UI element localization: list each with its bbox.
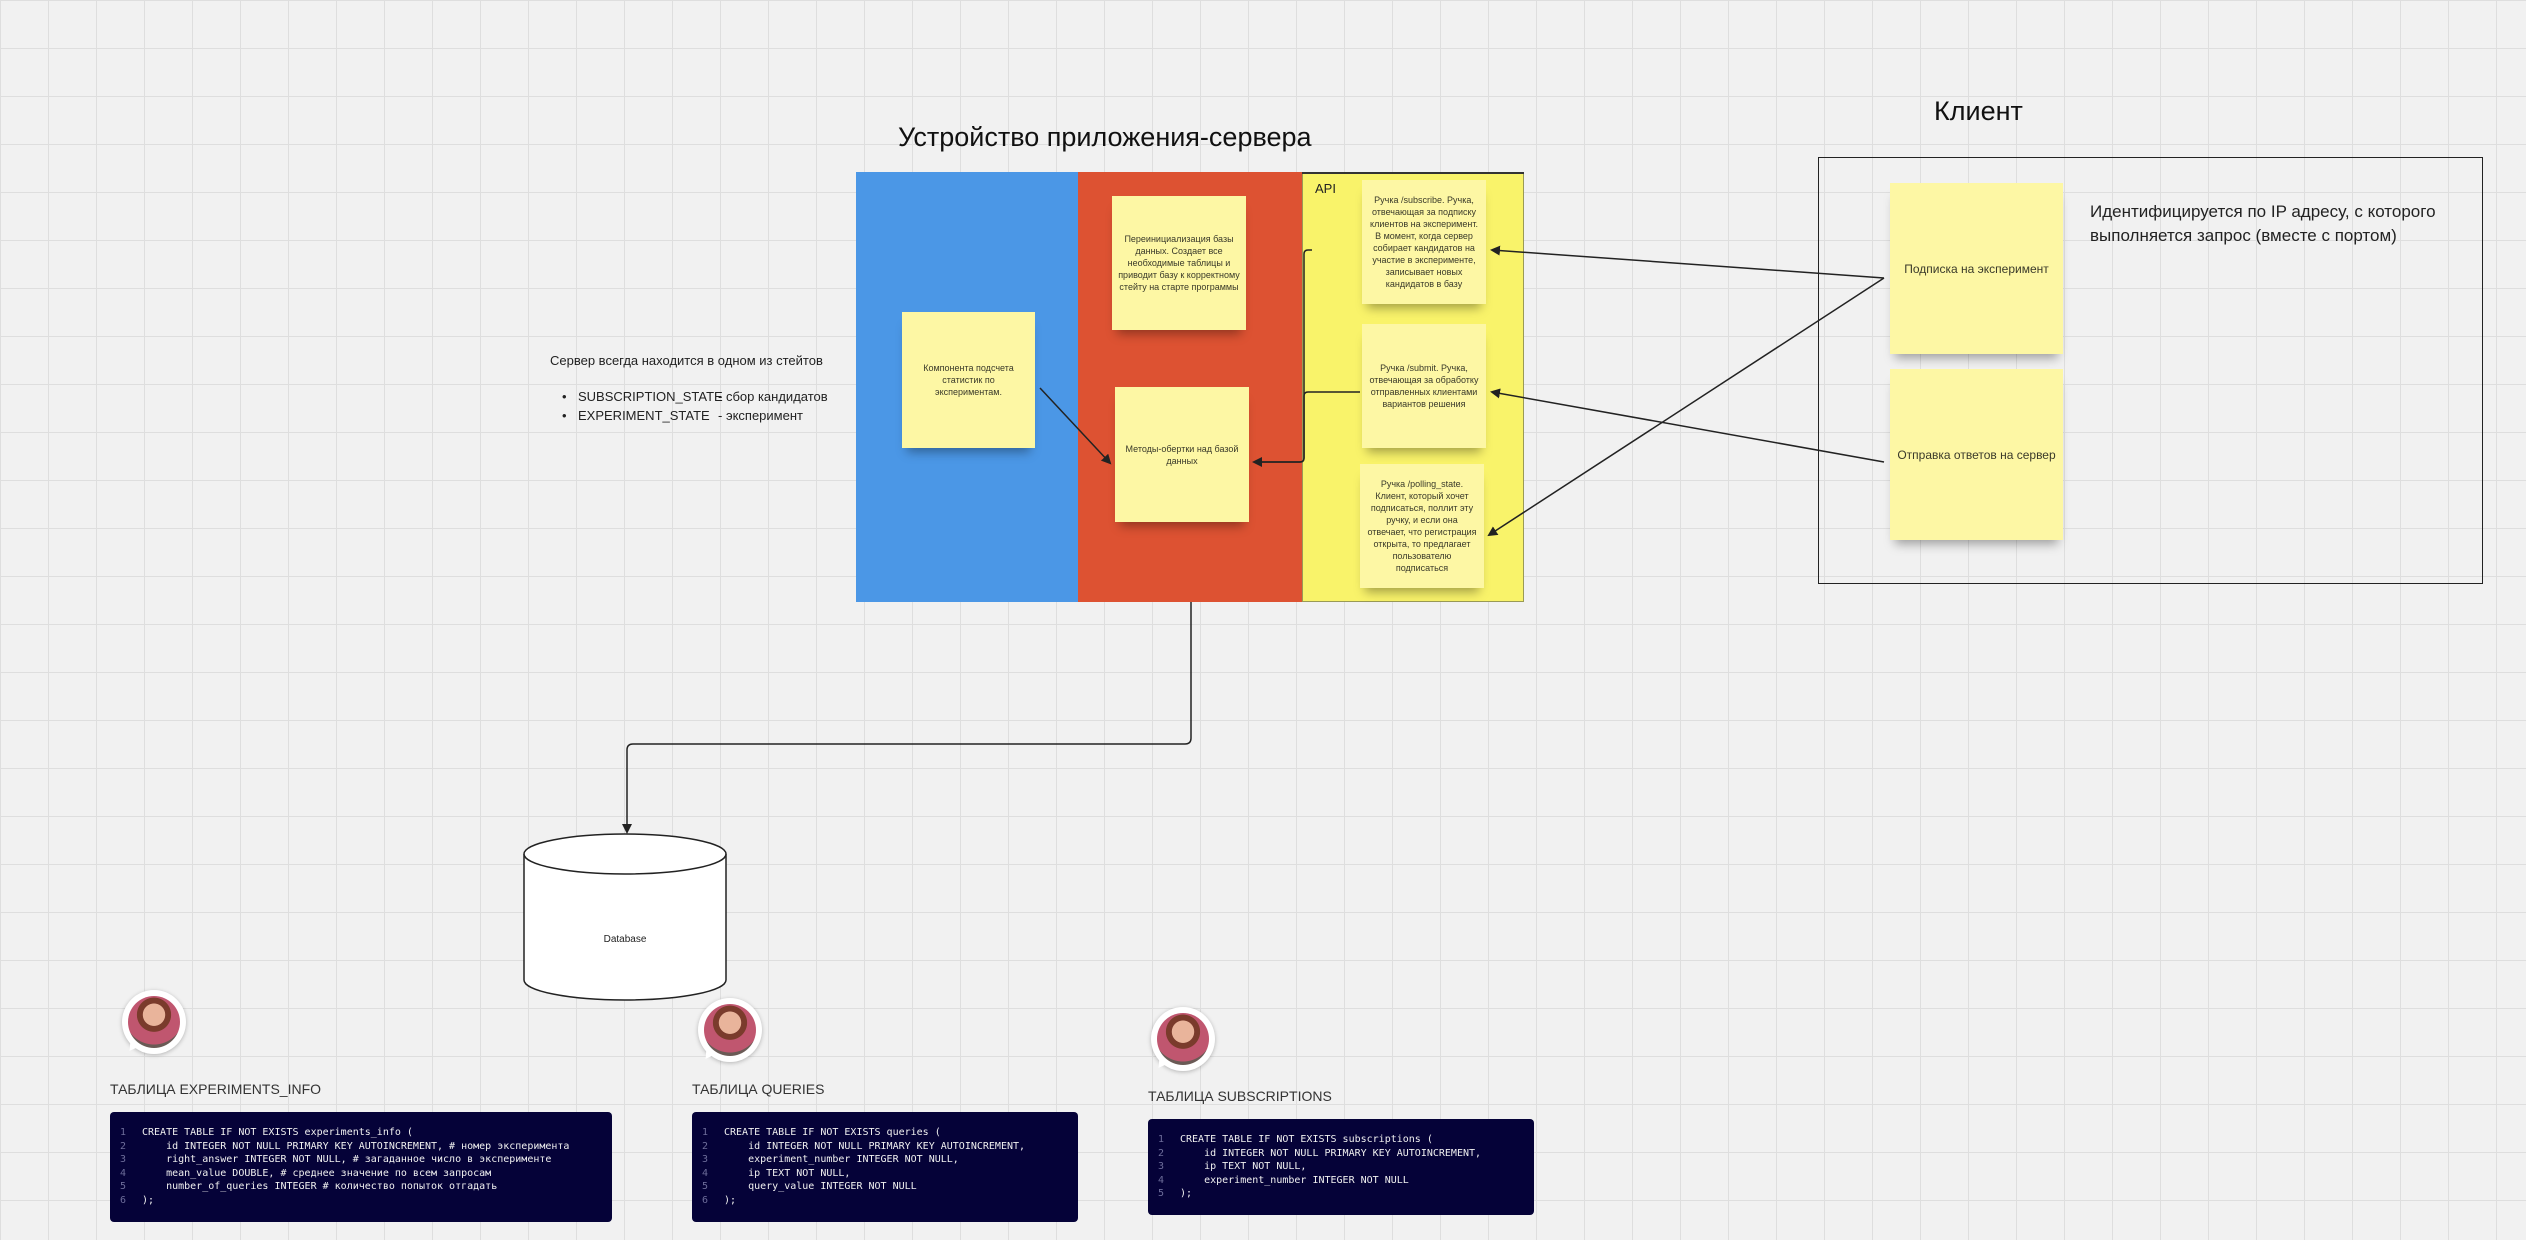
code-line: 4 ip TEXT NOT NULL, <box>702 1167 1068 1181</box>
code-line: 6); <box>702 1194 1068 1208</box>
sticky-handle-submit[interactable]: Ручка /submit. Ручка, отвечающая за обра… <box>1362 324 1486 448</box>
code-block-queries[interactable]: 1 CREATE TABLE IF NOT EXISTS queries ( 2 … <box>692 1112 1078 1222</box>
client-title: Клиент <box>1934 96 2023 126</box>
line-number: 3 <box>1158 1161 1165 1172</box>
line-number: 4 <box>1158 1174 1165 1186</box>
code-text: mean_value DOUBLE, # среднее значение по… <box>142 1167 492 1179</box>
code-line: 5 number_of_queries INTEGER # количество… <box>120 1180 602 1194</box>
table-title-queries: ТАБЛИЦА QUERIES <box>692 1081 825 1097</box>
code-text: experiment_number INTEGER NOT NULL, <box>724 1154 959 1165</box>
code-text: CREATE TABLE IF NOT EXISTS queries ( <box>724 1127 941 1138</box>
code-text: ); <box>142 1194 155 1206</box>
sticky-stats-component[interactable]: Компонента подсчета статистик по экспери… <box>902 312 1035 448</box>
avatar-photo <box>128 996 180 1048</box>
code-line: 4 mean_value DOUBLE, # среднее значение … <box>120 1167 602 1181</box>
code-text: id INTEGER NOT NULL PRIMARY KEY AUTOINCR… <box>1180 1147 1482 1159</box>
state-name: SUBSCRIPTION_STATE <box>578 389 723 404</box>
code-text: right_answer INTEGER NOT NULL, # загадан… <box>142 1154 552 1165</box>
sticky-db-wrappers[interactable]: Методы-обертки над базой данных <box>1115 387 1249 522</box>
code-text: id INTEGER NOT NULL PRIMARY KEY AUTOINCR… <box>724 1140 1026 1152</box>
line-number: 2 <box>702 1140 709 1152</box>
state-item: • SUBSCRIPTION_STATE - сбор кандидатов <box>562 389 862 408</box>
code-line: 3 ip TEXT NOT NULL, <box>1158 1160 1524 1174</box>
code-block-subscriptions[interactable]: 1 CREATE TABLE IF NOT EXISTS subscription… <box>1148 1119 1534 1215</box>
code-line: 2 id INTEGER NOT NULL PRIMARY KEY AUTOIN… <box>702 1140 1068 1154</box>
state-bullet: • <box>562 408 567 423</box>
connector-server-to-database <box>622 602 1192 834</box>
line-number: 2 <box>1158 1147 1165 1159</box>
database-label: Database <box>603 934 647 945</box>
sticky-client-send-answers[interactable]: Отправка ответов на сервер <box>1890 369 2063 540</box>
code-text: CREATE TABLE IF NOT EXISTS experiments_i… <box>142 1127 413 1138</box>
avatar[interactable] <box>1151 1007 1215 1072</box>
state-item: • EXPERIMENT_STATE - эксперимент <box>562 408 862 427</box>
line-number: 3 <box>702 1154 709 1165</box>
states-note-list: • SUBSCRIPTION_STATE - сбор кандидатов •… <box>562 389 862 427</box>
sticky-handle-polling[interactable]: Ручка /polling_state. Клиент, который хо… <box>1360 464 1484 588</box>
code-line: 5); <box>1158 1187 1524 1201</box>
line-number: 2 <box>120 1140 127 1152</box>
code-text: ); <box>1180 1188 1193 1199</box>
client-frame[interactable] <box>1818 157 2483 584</box>
line-number: 6 <box>120 1194 127 1206</box>
sticky-db-reinit[interactable]: Переинициализация базы данных. Создает в… <box>1112 196 1246 330</box>
code-line: 2 id INTEGER NOT NULL PRIMARY KEY AUTOIN… <box>1158 1147 1524 1161</box>
database-cylinder[interactable] <box>520 830 730 1010</box>
avatar-photo <box>704 1004 756 1056</box>
code-text: experiment_number INTEGER NOT NULL <box>1180 1174 1409 1186</box>
code-block-experiments-info[interactable]: 1 CREATE TABLE IF NOT EXISTS experiments_… <box>110 1112 612 1222</box>
line-number: 3 <box>120 1154 127 1165</box>
code-text: ip TEXT NOT NULL, <box>724 1167 851 1179</box>
code-line: 1 CREATE TABLE IF NOT EXISTS subscription… <box>1158 1133 1524 1147</box>
line-number: 5 <box>702 1181 709 1192</box>
connector-stats-to-wrappers <box>1039 387 1112 465</box>
line-number: 5 <box>120 1181 127 1192</box>
line-number: 5 <box>1158 1188 1165 1199</box>
table-title-experiments-info: ТАБЛИЦА EXPERIMENTS_INFO <box>110 1081 322 1097</box>
line-number: 1 <box>120 1127 127 1138</box>
state-desc: - эксперимент <box>718 408 803 423</box>
client-note: Идентифицируется по IP адресу, с которог… <box>2090 202 2436 245</box>
connector-answers-to-submit <box>1490 388 1885 463</box>
code-line: 4 experiment_number INTEGER NOT NULL <box>1158 1174 1524 1188</box>
code-line: 1 CREATE TABLE IF NOT EXISTS queries ( <box>702 1126 1068 1140</box>
line-number: 4 <box>702 1167 709 1179</box>
line-number: 6 <box>702 1194 709 1206</box>
code-line: 3 right_answer INTEGER NOT NULL, # загад… <box>120 1153 602 1167</box>
avatar[interactable] <box>122 990 186 1055</box>
code-text: query_value INTEGER NOT NULL <box>724 1181 917 1192</box>
avatar-photo <box>1157 1013 1209 1065</box>
connector-client-to-polling <box>1487 277 1885 537</box>
code-text: ); <box>724 1194 737 1206</box>
sticky-handle-subscribe[interactable]: Ручка /subscribe. Ручка, отвечающая за п… <box>1362 180 1486 304</box>
state-bullet: • <box>562 389 567 404</box>
connector-submit-to-wrappers <box>1254 391 1360 463</box>
states-note-heading: Сервер всегда находится в одном из стейт… <box>550 353 823 368</box>
api-label: API <box>1315 181 1336 196</box>
code-text: ip TEXT NOT NULL, <box>1180 1161 1307 1172</box>
code-text: id INTEGER NOT NULL PRIMARY KEY AUTOINCR… <box>142 1140 570 1152</box>
code-line: 5 query_value INTEGER NOT NULL <box>702 1180 1068 1194</box>
code-text: CREATE TABLE IF NOT EXISTS subscriptions… <box>1180 1134 1433 1145</box>
table-title-subscriptions: ТАБЛИЦА SUBSCRIPTIONS <box>1148 1088 1332 1104</box>
code-line: 3 experiment_number INTEGER NOT NULL, <box>702 1153 1068 1167</box>
code-line: 6); <box>120 1194 602 1208</box>
line-number: 1 <box>1158 1134 1165 1145</box>
state-desc: - сбор кандидатов <box>718 389 828 404</box>
connector-client-to-subscribe <box>1490 245 1885 279</box>
line-number: 4 <box>120 1167 127 1179</box>
api-top-border <box>1302 172 1524 174</box>
code-line: 2 id INTEGER NOT NULL PRIMARY KEY AUTOIN… <box>120 1140 602 1154</box>
avatar[interactable] <box>698 998 762 1063</box>
line-number: 1 <box>702 1127 709 1138</box>
sticky-client-subscribe[interactable]: Подписка на эксперимент <box>1890 183 2063 354</box>
state-name: EXPERIMENT_STATE <box>578 408 710 423</box>
code-line: 1 CREATE TABLE IF NOT EXISTS experiments_… <box>120 1126 602 1140</box>
code-text: number_of_queries INTEGER # количество п… <box>142 1181 498 1192</box>
server-title: Устройство приложения-сервера <box>898 122 1312 152</box>
